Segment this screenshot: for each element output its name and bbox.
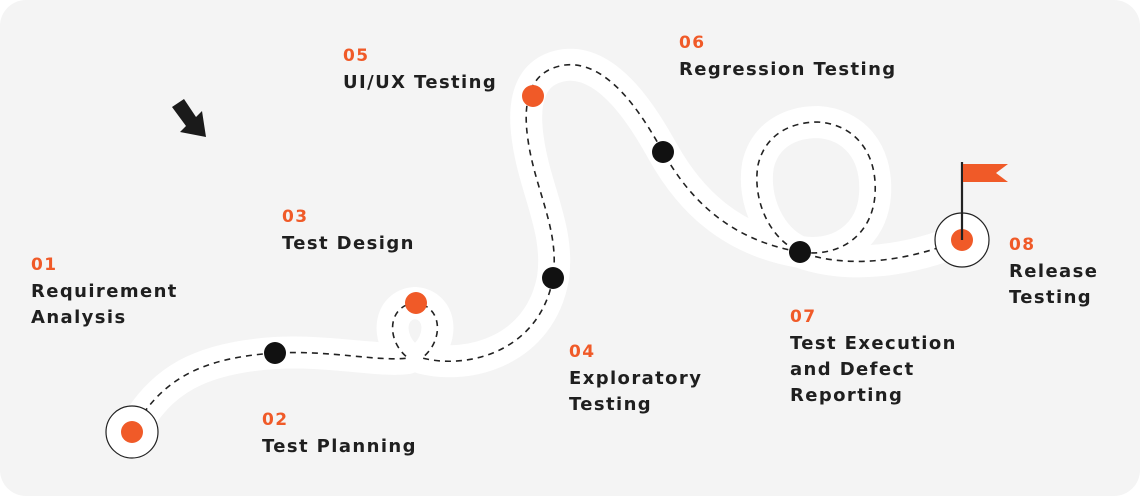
step-05: 05 UI/UX Testing (343, 46, 497, 96)
step-01: 01 Requirement Analysis (31, 255, 178, 331)
step-number: 03 (282, 207, 309, 227)
step-label: Testing (1009, 287, 1093, 308)
milestone-dot-04 (542, 267, 564, 289)
step-label: Reporting (790, 385, 904, 406)
milestone-dot-03 (405, 292, 427, 314)
step-label: Test Design (282, 233, 415, 254)
step-label: Regression Testing (679, 59, 897, 80)
step-label: Test Planning (262, 436, 417, 457)
step-07: 07 Test Execution and Defect Reporting (790, 307, 957, 409)
step-number: 06 (679, 33, 706, 53)
road-dashed-line (131, 64, 961, 433)
step-label: UI/UX Testing (343, 72, 498, 93)
step-label: Exploratory (569, 368, 703, 389)
milestone-dot-06 (652, 141, 674, 163)
step-number: 02 (262, 410, 289, 430)
step-02: 02 Test Planning (262, 410, 417, 460)
step-number: 05 (343, 46, 370, 66)
step-label: Release (1009, 261, 1099, 282)
step-label: Analysis (31, 307, 127, 328)
arrow-down-right-icon (172, 99, 206, 137)
step-label: Test Execution (790, 333, 957, 354)
step-06: 06 Regression Testing (679, 33, 897, 83)
step-04: 04 Exploratory Testing (569, 342, 702, 418)
start-marker (105, 405, 159, 459)
step-08: 08 Release Testing (1009, 235, 1098, 311)
step-number: 07 (790, 307, 817, 327)
step-label: Requirement (31, 281, 178, 302)
milestone-dot-07 (789, 241, 811, 263)
step-label: Testing (569, 394, 653, 415)
step-label: and Defect (790, 359, 915, 380)
flag-icon (960, 162, 1008, 240)
milestone-dot-02 (264, 342, 286, 364)
step-number: 04 (569, 342, 596, 362)
step-number: 01 (31, 255, 58, 275)
milestone-dot-05 (522, 85, 544, 107)
step-number: 08 (1009, 235, 1036, 255)
step-03: 03 Test Design (282, 207, 415, 257)
